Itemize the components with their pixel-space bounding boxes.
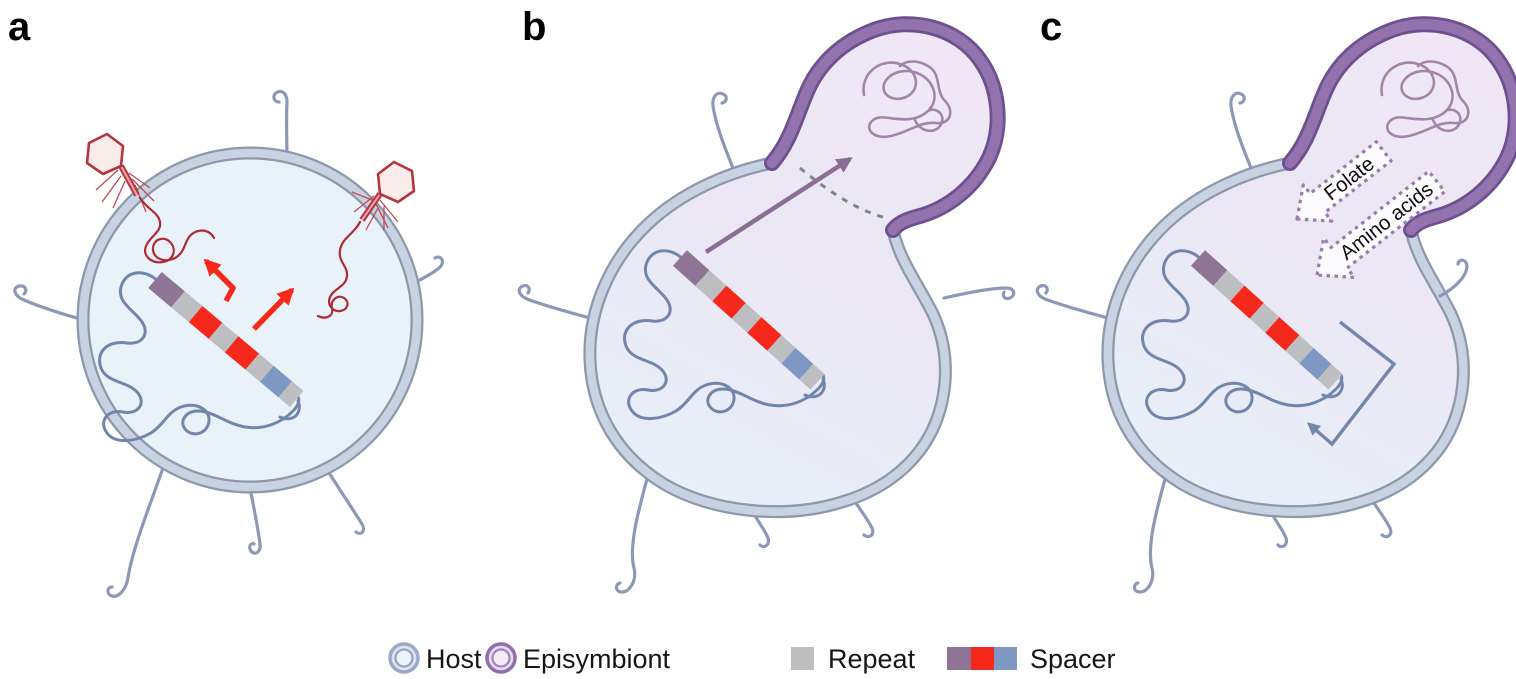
spacer-acquisition-arrow <box>704 157 853 254</box>
spacer-swatch-red <box>971 647 994 670</box>
panel-b-letter: b <box>522 5 546 49</box>
legend-item-repeat: Repeat <box>791 644 916 674</box>
interference-arrow <box>203 258 236 303</box>
flagella <box>13 89 445 598</box>
flagellum <box>1438 258 1469 298</box>
host-icon-inner <box>394 648 414 668</box>
neck-boundary-dashed <box>799 166 887 220</box>
legend-label-episymbiont: Episymbiont <box>523 644 671 674</box>
legend-label-spacer: Spacer <box>1030 644 1116 674</box>
spacer-swatch-blue <box>994 647 1017 670</box>
panel-b <box>519 24 1016 592</box>
regulation-loop-arrow <box>1307 320 1397 447</box>
legend-label-repeat: Repeat <box>828 644 916 674</box>
host-cytoplasm <box>83 153 417 487</box>
episymbiont-icon-inner <box>491 648 511 668</box>
legend-label-host: Host <box>426 644 482 674</box>
legend-item-spacer: Spacer <box>947 644 1116 674</box>
phage-icon <box>316 160 416 319</box>
legend-item-episymbiont: Episymbiont <box>485 642 671 674</box>
legend-item-host: Host <box>388 642 482 674</box>
phage-icon <box>85 132 216 264</box>
host-membrane <box>76 146 424 494</box>
spacer-swatch-purple <box>947 647 971 670</box>
panel-c-letter: c <box>1040 5 1062 49</box>
flagellum <box>942 286 1016 301</box>
figure-legend: Host Episymbiont Repeat Spacer <box>388 642 1116 674</box>
interference-arrow <box>252 287 295 331</box>
phage-dna <box>316 220 362 319</box>
panel-a <box>13 89 445 598</box>
phage-dna <box>138 196 216 264</box>
panel-a-letter: a <box>8 5 31 49</box>
repeat-swatch <box>791 647 814 670</box>
panel-c: Folate Amino acids <box>1037 24 1515 592</box>
